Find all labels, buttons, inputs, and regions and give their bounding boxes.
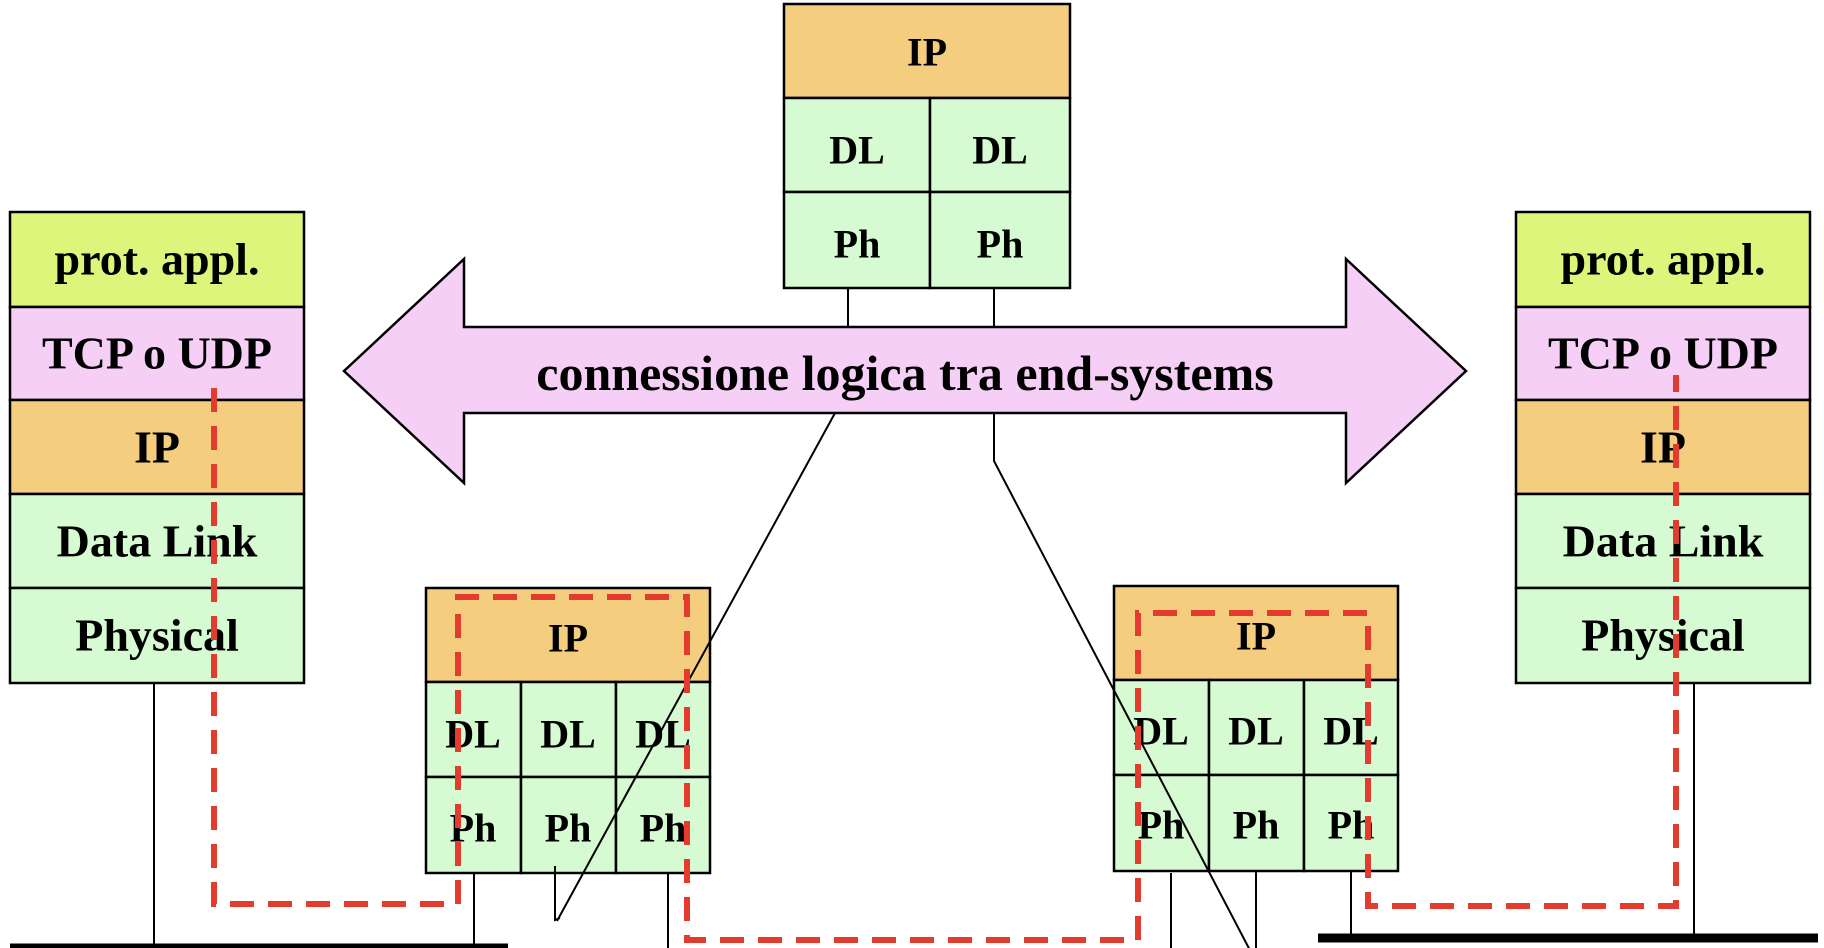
top-router-to-right-router-wire bbox=[993, 413, 1250, 948]
left-to-right-router-link bbox=[667, 873, 1172, 948]
left-host-transport-layer bbox=[8, 305, 306, 402]
top-router-dl-1 bbox=[782, 96, 932, 194]
top-router: IP DL DL Ph Ph bbox=[782, 2, 1072, 290]
logical-connection-label: connessione logica tra end-systems bbox=[536, 345, 1273, 401]
left-router-dl-1 bbox=[424, 680, 523, 779]
right-router-ph-2-label: Ph bbox=[1233, 803, 1280, 848]
right-host-datalink-label: Data Link bbox=[1563, 516, 1764, 567]
left-router-dl-1-label: DL bbox=[445, 712, 501, 757]
top-router-ip-label: IP bbox=[907, 30, 947, 75]
left-router-ip-layer bbox=[424, 586, 712, 684]
left-host-appl-layer bbox=[8, 210, 306, 309]
left-router-dl-2-label: DL bbox=[540, 712, 596, 757]
left-host-ip-label: IP bbox=[134, 422, 180, 473]
right-host-physical-label: Physical bbox=[1581, 610, 1745, 661]
left-router-dl-3-label: DL bbox=[635, 712, 691, 757]
right-router-ph-1 bbox=[1112, 773, 1211, 873]
top-router-to-left-router-wire bbox=[556, 412, 836, 922]
right-host-appl-label: prot. appl. bbox=[1561, 234, 1766, 285]
right-router: IP DL DL DL Ph Ph Ph bbox=[1112, 584, 1400, 873]
left-host-stack: prot. appl. TCP o UDP IP Data Link Physi… bbox=[8, 210, 306, 685]
right-router-dl-2-label: DL bbox=[1228, 709, 1284, 754]
top-router-dl-2-label: DL bbox=[972, 128, 1028, 173]
left-host-datalink-layer bbox=[8, 492, 306, 590]
right-host-physical-layer bbox=[1514, 586, 1812, 685]
left-router-ph-2-label: Ph bbox=[545, 806, 592, 851]
packet-path-dashed bbox=[211, 375, 1679, 943]
top-router-ph-1-label: Ph bbox=[834, 222, 881, 267]
left-router: IP DL DL DL Ph Ph Ph bbox=[424, 586, 712, 875]
right-host-ip-label: IP bbox=[1640, 422, 1686, 473]
left-router-ph-3 bbox=[614, 775, 712, 875]
left-host-ip-layer bbox=[8, 398, 306, 496]
top-router-dl-2 bbox=[928, 96, 1072, 194]
top-router-ph-2 bbox=[928, 190, 1072, 290]
right-host-ip-layer bbox=[1514, 398, 1812, 496]
left-host-physical-layer bbox=[8, 586, 306, 685]
top-router-ph-1 bbox=[782, 190, 932, 290]
left-router-dl-2 bbox=[519, 680, 618, 779]
left-router-ph-3-label: Ph bbox=[640, 806, 687, 851]
right-host-transport-label: TCP o UDP bbox=[1548, 328, 1778, 379]
left-router-ip-label: IP bbox=[548, 616, 588, 661]
right-router-dl-1-label: DL bbox=[1133, 709, 1189, 754]
right-router-dl-3 bbox=[1302, 678, 1400, 777]
top-router-ph-2-label: Ph bbox=[977, 222, 1024, 267]
right-host-datalink-layer bbox=[1514, 492, 1812, 590]
left-host-datalink-label: Data Link bbox=[57, 516, 258, 567]
top-router-dl-1-label: DL bbox=[829, 128, 885, 173]
logical-connection-arrow bbox=[342, 256, 1468, 486]
left-router-dl-3 bbox=[614, 680, 712, 779]
left-host-transport-label: TCP o UDP bbox=[42, 328, 272, 379]
wires bbox=[153, 288, 1695, 948]
right-host-transport-layer bbox=[1514, 305, 1812, 402]
right-router-ip-label: IP bbox=[1236, 614, 1276, 659]
left-host-appl-label: prot. appl. bbox=[55, 234, 260, 285]
right-router-ip-layer bbox=[1112, 584, 1400, 682]
right-host-stack: prot. appl. TCP o UDP IP Data Link Physi… bbox=[1514, 210, 1812, 685]
right-router-dl-1 bbox=[1112, 678, 1211, 777]
